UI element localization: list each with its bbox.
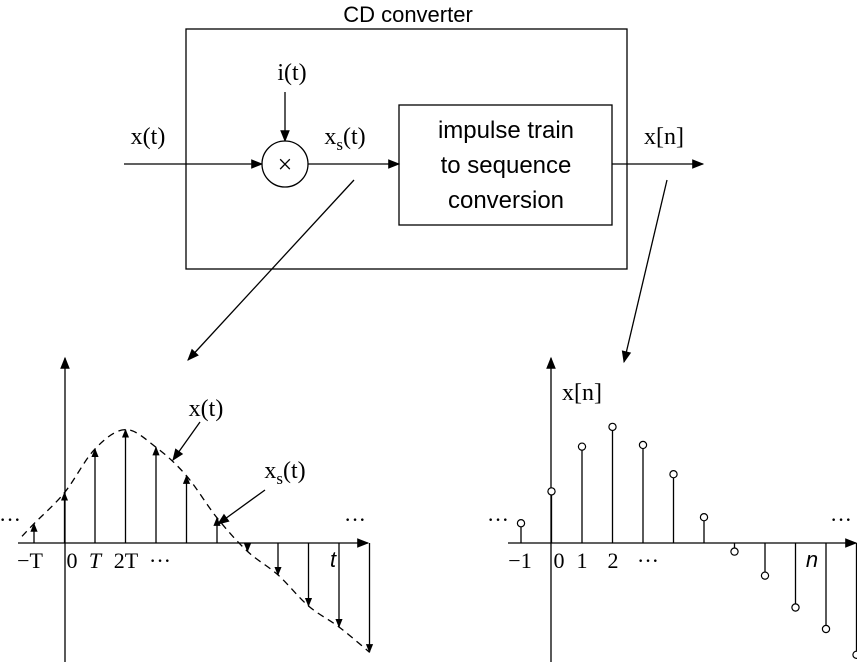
cont-tick-ellipsis: ··· <box>149 548 171 573</box>
disc-tick-ellipsis: ··· <box>637 548 659 573</box>
stem-marker-4 <box>638 440 648 450</box>
cont-right-ellipsis: ··· <box>344 507 366 532</box>
stem-marker-3 <box>608 422 617 432</box>
cont-curve-label: x(t) <box>189 396 224 422</box>
cont-axis-label-t: t <box>330 547 337 572</box>
continuous-signal-curve <box>21 428 370 653</box>
discrete-time-plot: x[n] n ··· ··· −1 0 1 2 ··· <box>487 356 857 662</box>
stem-marker-0 <box>516 519 526 528</box>
impulse-train-label: i(t) <box>277 60 306 86</box>
cont-left-ellipsis: ··· <box>0 507 21 532</box>
multiply-icon: × <box>278 150 293 179</box>
disc-right-ellipsis: ··· <box>830 507 852 532</box>
sampled-signal-label: xs(t) <box>324 124 365 154</box>
stem-marker-8 <box>760 571 770 580</box>
pointer-arrow-discrete <box>621 179 668 364</box>
cont-tick-neg-t: −T <box>17 548 43 573</box>
stem-marker-1 <box>547 487 556 496</box>
cont-tick-t: T <box>89 548 103 573</box>
continuous-time-plot: x(t) xs(t) ··· ··· −T 0 T 2T ··· t <box>0 356 374 662</box>
pointer-arrow-continuous <box>187 179 355 361</box>
cont-tick-2t: 2T <box>114 548 139 573</box>
disc-axis-label-y: x[n] <box>562 380 602 406</box>
output-signal-label: x[n] <box>644 124 684 150</box>
disc-tick-2: 2 <box>608 548 619 573</box>
stem-marker-6 <box>699 513 709 522</box>
cont-tick-0: 0 <box>67 548 78 573</box>
disc-left-ellipsis: ··· <box>487 507 509 532</box>
conversion-box <box>398 104 613 226</box>
stem-marker-2 <box>577 442 587 451</box>
disc-axis-label-n: n <box>806 547 818 572</box>
conversion-box-line-2: to sequence <box>441 152 572 179</box>
stem-marker-9 <box>791 603 800 612</box>
conversion-box-line-3: conversion <box>448 187 564 214</box>
diagram-title: CD converter <box>343 2 473 27</box>
input-signal-label: x(t) <box>131 124 166 150</box>
disc-tick-1: 1 <box>577 548 588 573</box>
cont-samples-pointer <box>217 489 266 525</box>
cont-samples-label: xs(t) <box>264 458 305 488</box>
stem-marker-10 <box>821 624 831 634</box>
conversion-box-line-1: impulse train <box>438 117 574 144</box>
cd-converter-box <box>185 28 628 270</box>
stem-marker-11 <box>852 650 857 659</box>
stem-marker-5 <box>669 470 678 479</box>
disc-tick-0: 0 <box>554 548 565 573</box>
stem-marker-7 <box>730 547 739 556</box>
cont-curve-pointer <box>172 421 201 461</box>
disc-tick-neg-1: −1 <box>508 548 531 573</box>
